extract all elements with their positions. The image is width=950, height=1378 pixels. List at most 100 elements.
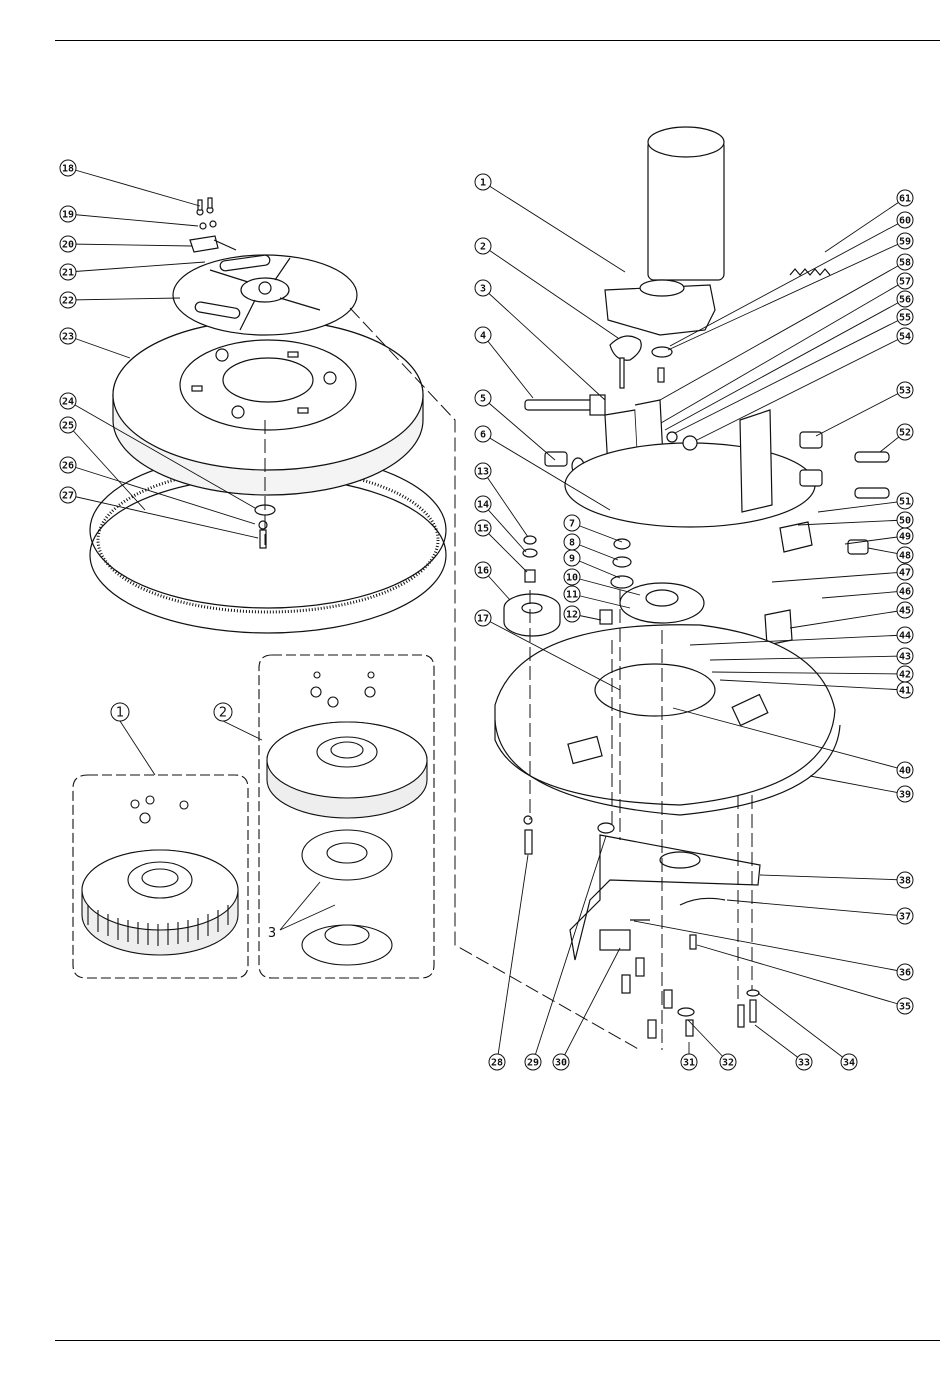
part-number-label: 12 bbox=[566, 610, 578, 621]
part-number-label: 18 bbox=[62, 164, 74, 175]
part-number-label: 46 bbox=[899, 587, 911, 598]
part-number-label: 16 bbox=[477, 566, 489, 577]
callout-leader-34 bbox=[758, 993, 849, 1062]
part-number-label: 24 bbox=[62, 397, 74, 408]
kit-label-3: 3 bbox=[268, 926, 276, 941]
part-number-label: 7 bbox=[569, 519, 575, 530]
part-number-label: 34 bbox=[843, 1058, 855, 1069]
part-number-label: 36 bbox=[899, 968, 911, 979]
part-number-label: 38 bbox=[899, 876, 911, 887]
part-number-label: 60 bbox=[899, 216, 911, 227]
kit-box-1 bbox=[73, 775, 248, 978]
callout-leader-1 bbox=[483, 182, 625, 272]
callout-leader-33 bbox=[755, 1025, 804, 1062]
part-number-label: 43 bbox=[899, 652, 911, 663]
part-number-label: 17 bbox=[477, 614, 489, 625]
part-number-label: 61 bbox=[899, 194, 911, 205]
part-number-label: 5 bbox=[480, 394, 486, 405]
part-number-label: 21 bbox=[62, 268, 74, 279]
kit-number-label: 2 bbox=[219, 706, 227, 721]
part-number-label: 4 bbox=[480, 331, 486, 342]
part-number-label: 54 bbox=[899, 332, 911, 343]
part-number-label: 58 bbox=[899, 258, 911, 269]
callout-leader-61 bbox=[825, 198, 905, 252]
callout-leader-28 bbox=[497, 855, 528, 1062]
callout-leader-39 bbox=[810, 776, 905, 794]
part-number-label: 41 bbox=[899, 686, 911, 697]
part-number-label: 52 bbox=[899, 428, 911, 439]
part-number-label: 32 bbox=[722, 1058, 734, 1069]
callout-leader-50 bbox=[798, 520, 905, 525]
pad-holder-assembly bbox=[90, 198, 446, 633]
part-number-label: 57 bbox=[899, 277, 911, 288]
part-number-label: 9 bbox=[569, 554, 575, 565]
callout-leader-30 bbox=[561, 948, 620, 1062]
part-number-label: 33 bbox=[798, 1058, 810, 1069]
part-number-label: 26 bbox=[62, 461, 74, 472]
motor-base-assembly bbox=[495, 127, 889, 1038]
part-number-label: 51 bbox=[899, 497, 911, 508]
part-number-label: 45 bbox=[899, 606, 911, 617]
part-number-label: 29 bbox=[527, 1058, 539, 1069]
callout-leader-46 bbox=[822, 591, 905, 598]
part-number-label: 28 bbox=[491, 1058, 503, 1069]
part-number-label: 19 bbox=[62, 210, 74, 221]
kit-box-2 bbox=[259, 655, 434, 978]
callout-leader-37 bbox=[727, 900, 905, 916]
part-number-label: 49 bbox=[899, 532, 911, 543]
part-number-label: 40 bbox=[899, 766, 911, 777]
callout-leader-51 bbox=[818, 501, 905, 512]
part-number-label: 56 bbox=[899, 295, 911, 306]
kit-leader-2 bbox=[223, 721, 262, 740]
callout-leader-55 bbox=[675, 317, 905, 433]
callout-leader-3 bbox=[483, 288, 605, 400]
part-number-label: 44 bbox=[899, 631, 911, 642]
callout-leader-47 bbox=[772, 572, 905, 582]
part-number-label: 22 bbox=[62, 296, 74, 307]
part-number-label: 15 bbox=[477, 524, 489, 535]
part-number-label: 1 bbox=[480, 178, 486, 189]
callout-leader-23 bbox=[68, 336, 130, 358]
callout-leader-19 bbox=[68, 214, 198, 226]
callout-leader-38 bbox=[760, 875, 905, 880]
part-number-label: 31 bbox=[683, 1058, 695, 1069]
part-number-label: 59 bbox=[899, 237, 911, 248]
part-number-label: 23 bbox=[62, 332, 74, 343]
callout-leader-21 bbox=[68, 262, 205, 272]
callout-leader-53 bbox=[816, 390, 905, 436]
callout-leader-54 bbox=[697, 336, 905, 440]
part-number-label: 50 bbox=[899, 516, 911, 527]
callout-leader-36 bbox=[634, 921, 905, 972]
callout-leader-20 bbox=[68, 244, 192, 246]
part-number-label: 25 bbox=[62, 421, 74, 432]
part-number-label: 14 bbox=[477, 500, 489, 511]
callout-leader-22 bbox=[68, 298, 180, 300]
callout-leader-35 bbox=[697, 945, 905, 1006]
callout-leader-29 bbox=[533, 836, 606, 1062]
callout-leader-2 bbox=[483, 246, 618, 338]
kit-leader-1 bbox=[120, 721, 155, 775]
part-number-label: 3 bbox=[480, 284, 486, 295]
part-number-label: 27 bbox=[62, 491, 74, 502]
callout-leader-4 bbox=[483, 335, 533, 398]
part-number-label: 37 bbox=[899, 912, 911, 923]
part-number-label: 2 bbox=[480, 242, 486, 253]
part-number-label: 42 bbox=[899, 670, 911, 681]
part-number-label: 13 bbox=[477, 467, 489, 478]
part-number-label: 11 bbox=[566, 590, 578, 601]
part-number-label: 30 bbox=[555, 1058, 567, 1069]
callout-leader-45 bbox=[790, 610, 905, 628]
part-number-label: 55 bbox=[899, 313, 911, 324]
kit-number-label: 1 bbox=[116, 706, 124, 721]
part-number-label: 39 bbox=[899, 790, 911, 801]
part-number-label: 20 bbox=[62, 240, 74, 251]
part-number-label: 48 bbox=[899, 551, 911, 562]
callout-leader-18 bbox=[68, 168, 200, 206]
part-number-label: 47 bbox=[899, 568, 911, 579]
part-number-label: 6 bbox=[480, 430, 486, 441]
part-number-label: 35 bbox=[899, 1002, 911, 1013]
footer-rule bbox=[55, 1340, 940, 1341]
part-number-label: 8 bbox=[569, 538, 575, 549]
